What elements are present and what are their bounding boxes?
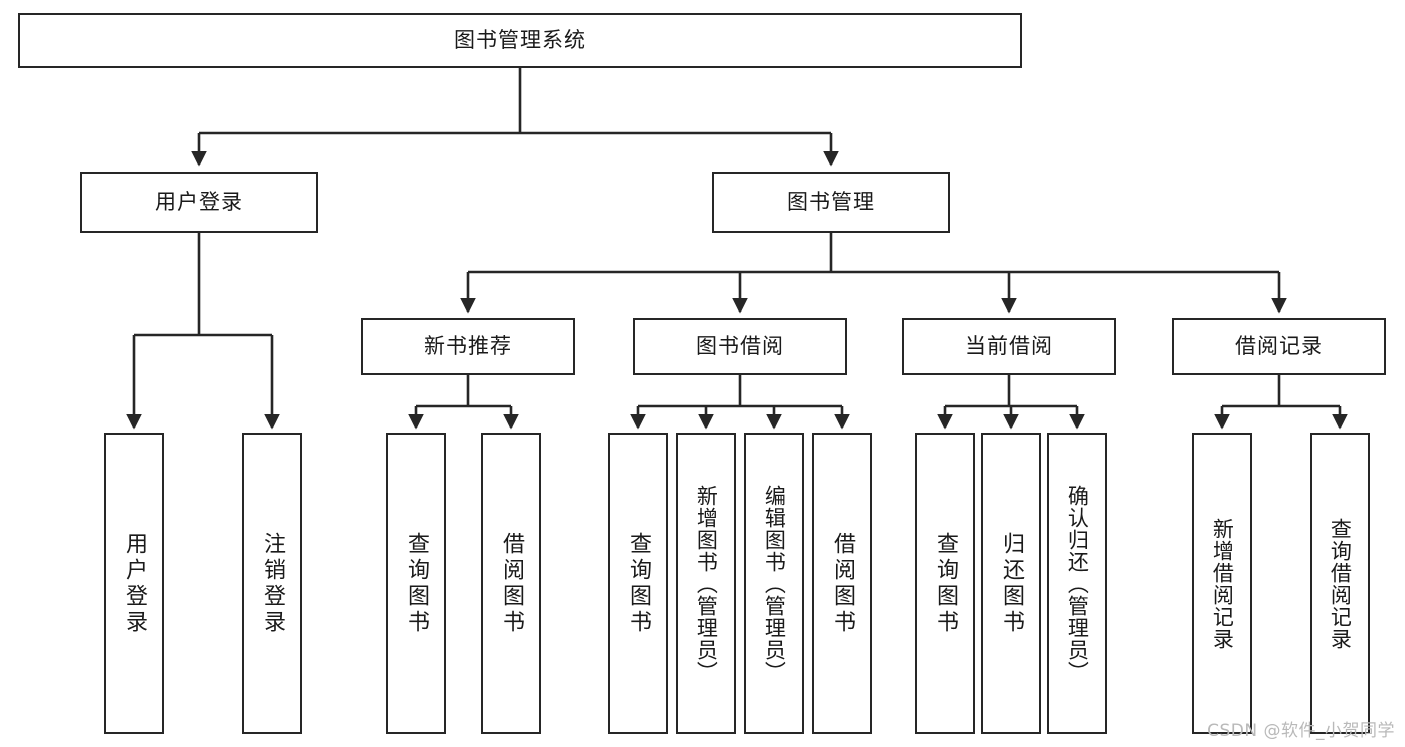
leaf-user-login[interactable]: 用户登录 [104, 433, 164, 734]
leaf-confirm-return[interactable]: 确认归还（管理员） [1047, 433, 1107, 734]
leaf-query-book-3[interactable]: 查询图书 [915, 433, 975, 734]
node-new-book-recommend[interactable]: 新书推荐 [361, 318, 575, 375]
leaf-logout-login[interactable]: 注销登录 [242, 433, 302, 734]
leaf-query-borrow-record[interactable]: 查询借阅记录 [1310, 433, 1370, 734]
node-book-manage[interactable]: 图书管理 [712, 172, 950, 233]
node-book-borrow[interactable]: 图书借阅 [633, 318, 847, 375]
leaf-add-book[interactable]: 新增图书（管理员） [676, 433, 736, 734]
node-current-borrow[interactable]: 当前借阅 [902, 318, 1116, 375]
leaf-add-borrow-record[interactable]: 新增借阅记录 [1192, 433, 1252, 734]
node-user-login[interactable]: 用户登录 [80, 172, 318, 233]
leaf-query-book-2[interactable]: 查询图书 [608, 433, 668, 734]
leaf-borrow-book-2[interactable]: 借阅图书 [812, 433, 872, 734]
leaf-query-book-1[interactable]: 查询图书 [386, 433, 446, 734]
leaf-edit-book[interactable]: 编辑图书（管理员） [744, 433, 804, 734]
csdn-watermark: CSDN @软件_小贺同学 [1207, 721, 1395, 741]
node-root[interactable]: 图书管理系统 [18, 13, 1022, 68]
leaf-return-book[interactable]: 归还图书 [981, 433, 1041, 734]
leaf-borrow-book-1[interactable]: 借阅图书 [481, 433, 541, 734]
node-borrow-record[interactable]: 借阅记录 [1172, 318, 1386, 375]
